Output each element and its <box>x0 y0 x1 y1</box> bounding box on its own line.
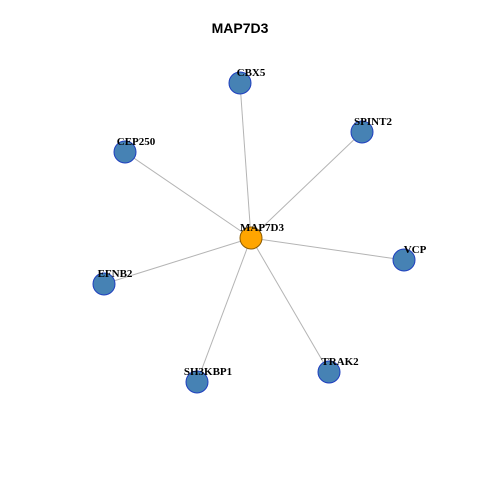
edge-hub-sh3kbp1 <box>196 237 252 383</box>
node-label-trak2: TRAK2 <box>321 356 359 368</box>
node-label-sh3kbp1: SH3KBP1 <box>184 366 232 378</box>
node-trak2 <box>317 360 341 384</box>
edge-hub-spint2 <box>250 131 363 239</box>
node-label-cep250: CEP250 <box>117 136 156 148</box>
node-label-cbx5: CBX5 <box>237 67 266 79</box>
edge-hub-cep250 <box>124 151 252 239</box>
node-label-efnb2: EFNB2 <box>98 268 133 280</box>
edge-hub-efnb2 <box>103 237 252 285</box>
node-label-hub: MAP7D3 <box>240 222 284 234</box>
figure-title: MAP7D3 <box>211 20 269 36</box>
edge-hub-cbx5 <box>239 82 252 239</box>
edge-hub-vcp <box>250 237 405 261</box>
node-label-vcp: VCP <box>404 244 427 256</box>
node-sh3kbp1 <box>185 370 209 394</box>
node-hub <box>239 226 263 250</box>
node-spint2 <box>350 120 374 144</box>
edges-layer <box>103 82 405 383</box>
edge-hub-trak2 <box>250 237 330 373</box>
node-label-spint2: SPINT2 <box>354 116 392 128</box>
node-cbx5 <box>228 71 252 95</box>
node-cep250 <box>113 140 137 164</box>
node-efnb2 <box>92 272 116 296</box>
node-vcp <box>392 248 416 272</box>
nodes-layer <box>92 71 416 394</box>
